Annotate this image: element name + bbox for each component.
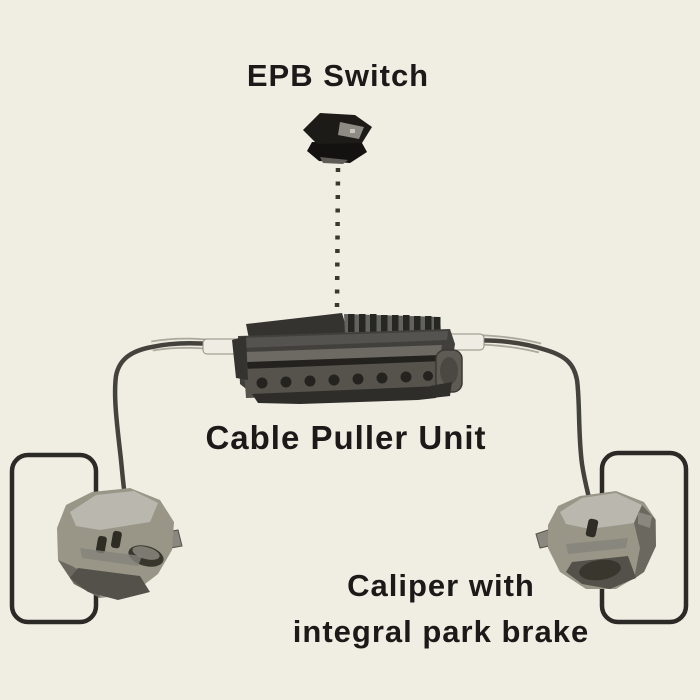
caliper-label-line2: integral park brake xyxy=(292,614,590,649)
left-caliper-icon xyxy=(57,488,183,600)
caliper-label-line1: Caliper with xyxy=(347,568,535,603)
caliper-label: Caliper with integral park brake xyxy=(293,563,589,655)
cable-puller-unit-label: Cable Puller Unit xyxy=(205,419,487,456)
epb-switch-label: EPB Switch xyxy=(246,58,430,93)
epb-switch-icon xyxy=(303,113,372,164)
cable-puller-unit-icon xyxy=(202,313,485,404)
signal-dotted-line xyxy=(334,167,341,309)
right-caliper-icon xyxy=(535,491,656,589)
